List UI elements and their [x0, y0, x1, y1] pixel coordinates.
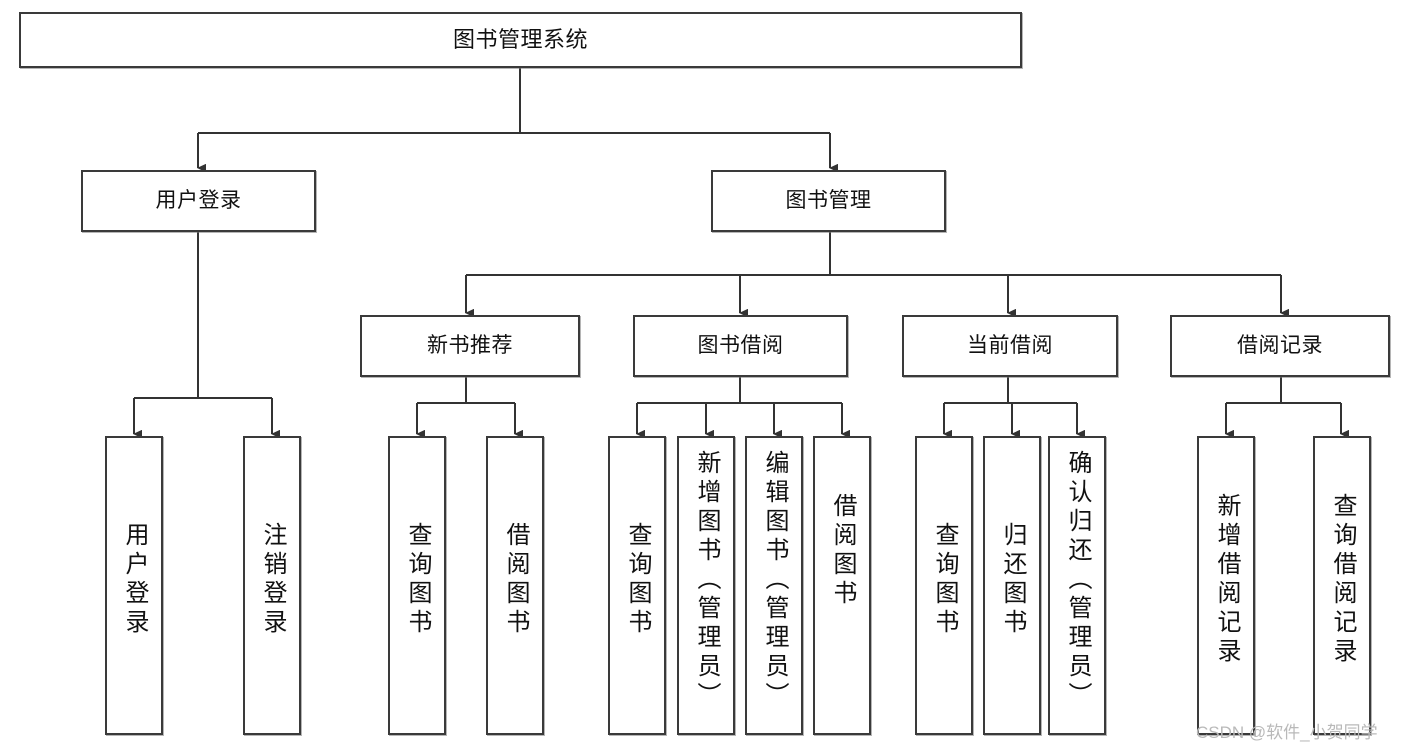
node-label-leaf-return-book: 归还图书: [998, 522, 1026, 638]
connectors-group: [132, 68, 1349, 439]
node-label-root: 图书管理系统: [452, 27, 588, 53]
node-leaf-query-book-2[interactable]: 查询图书: [608, 436, 666, 735]
node-label-leaf-user-login: 用户登录: [120, 522, 148, 638]
node-leaf-borrow-book-1[interactable]: 借阅图书: [486, 436, 544, 735]
node-label-new-book-recommend: 新书推荐: [427, 333, 513, 357]
node-label-leaf-add-book: 新增图书（管理员）: [692, 450, 720, 711]
node-book-manage[interactable]: 图书管理: [711, 170, 946, 232]
node-label-current-borrow: 当前借阅: [967, 333, 1053, 357]
node-label-leaf-add-borrow-record: 新增借阅记录: [1212, 493, 1240, 667]
node-label-leaf-query-borrow-record: 查询借阅记录: [1328, 493, 1356, 667]
node-root[interactable]: 图书管理系统: [19, 12, 1022, 68]
node-leaf-query-book-1[interactable]: 查询图书: [388, 436, 446, 735]
node-label-leaf-query-book-2: 查询图书: [623, 522, 651, 638]
node-label-book-borrow: 图书借阅: [697, 333, 784, 357]
node-leaf-borrow-book-2[interactable]: 借阅图书: [813, 436, 871, 735]
node-leaf-add-book[interactable]: 新增图书（管理员）: [677, 436, 735, 735]
node-leaf-user-logout[interactable]: 注销登录: [243, 436, 301, 735]
node-label-borrow-record: 借阅记录: [1237, 333, 1323, 357]
node-leaf-query-book-3[interactable]: 查询图书: [915, 436, 973, 735]
node-label-leaf-confirm-return: 确认归还（管理员）: [1063, 450, 1091, 711]
node-label-book-manage: 图书管理: [785, 188, 872, 212]
node-leaf-add-borrow-record[interactable]: 新增借阅记录: [1197, 436, 1255, 735]
node-label-user-login: 用户登录: [155, 188, 242, 212]
node-leaf-edit-book[interactable]: 编辑图书（管理员）: [745, 436, 803, 735]
node-label-leaf-edit-book: 编辑图书（管理员）: [760, 450, 788, 711]
node-label-leaf-borrow-book-1: 借阅图书: [501, 522, 529, 638]
node-borrow-record[interactable]: 借阅记录: [1170, 315, 1390, 377]
node-leaf-query-borrow-record[interactable]: 查询借阅记录: [1313, 436, 1371, 735]
node-current-borrow[interactable]: 当前借阅: [902, 315, 1118, 377]
node-book-borrow[interactable]: 图书借阅: [633, 315, 848, 377]
node-label-leaf-borrow-book-2: 借阅图书: [828, 493, 856, 609]
node-label-leaf-user-logout: 注销登录: [258, 522, 286, 638]
node-label-leaf-query-book-3: 查询图书: [930, 522, 958, 638]
node-leaf-confirm-return[interactable]: 确认归还（管理员）: [1048, 436, 1106, 735]
node-user-login[interactable]: 用户登录: [81, 170, 316, 232]
node-leaf-return-book[interactable]: 归还图书: [983, 436, 1041, 735]
node-new-book-recommend[interactable]: 新书推荐: [360, 315, 580, 377]
node-label-leaf-query-book-1: 查询图书: [403, 522, 431, 638]
node-leaf-user-login[interactable]: 用户登录: [105, 436, 163, 735]
